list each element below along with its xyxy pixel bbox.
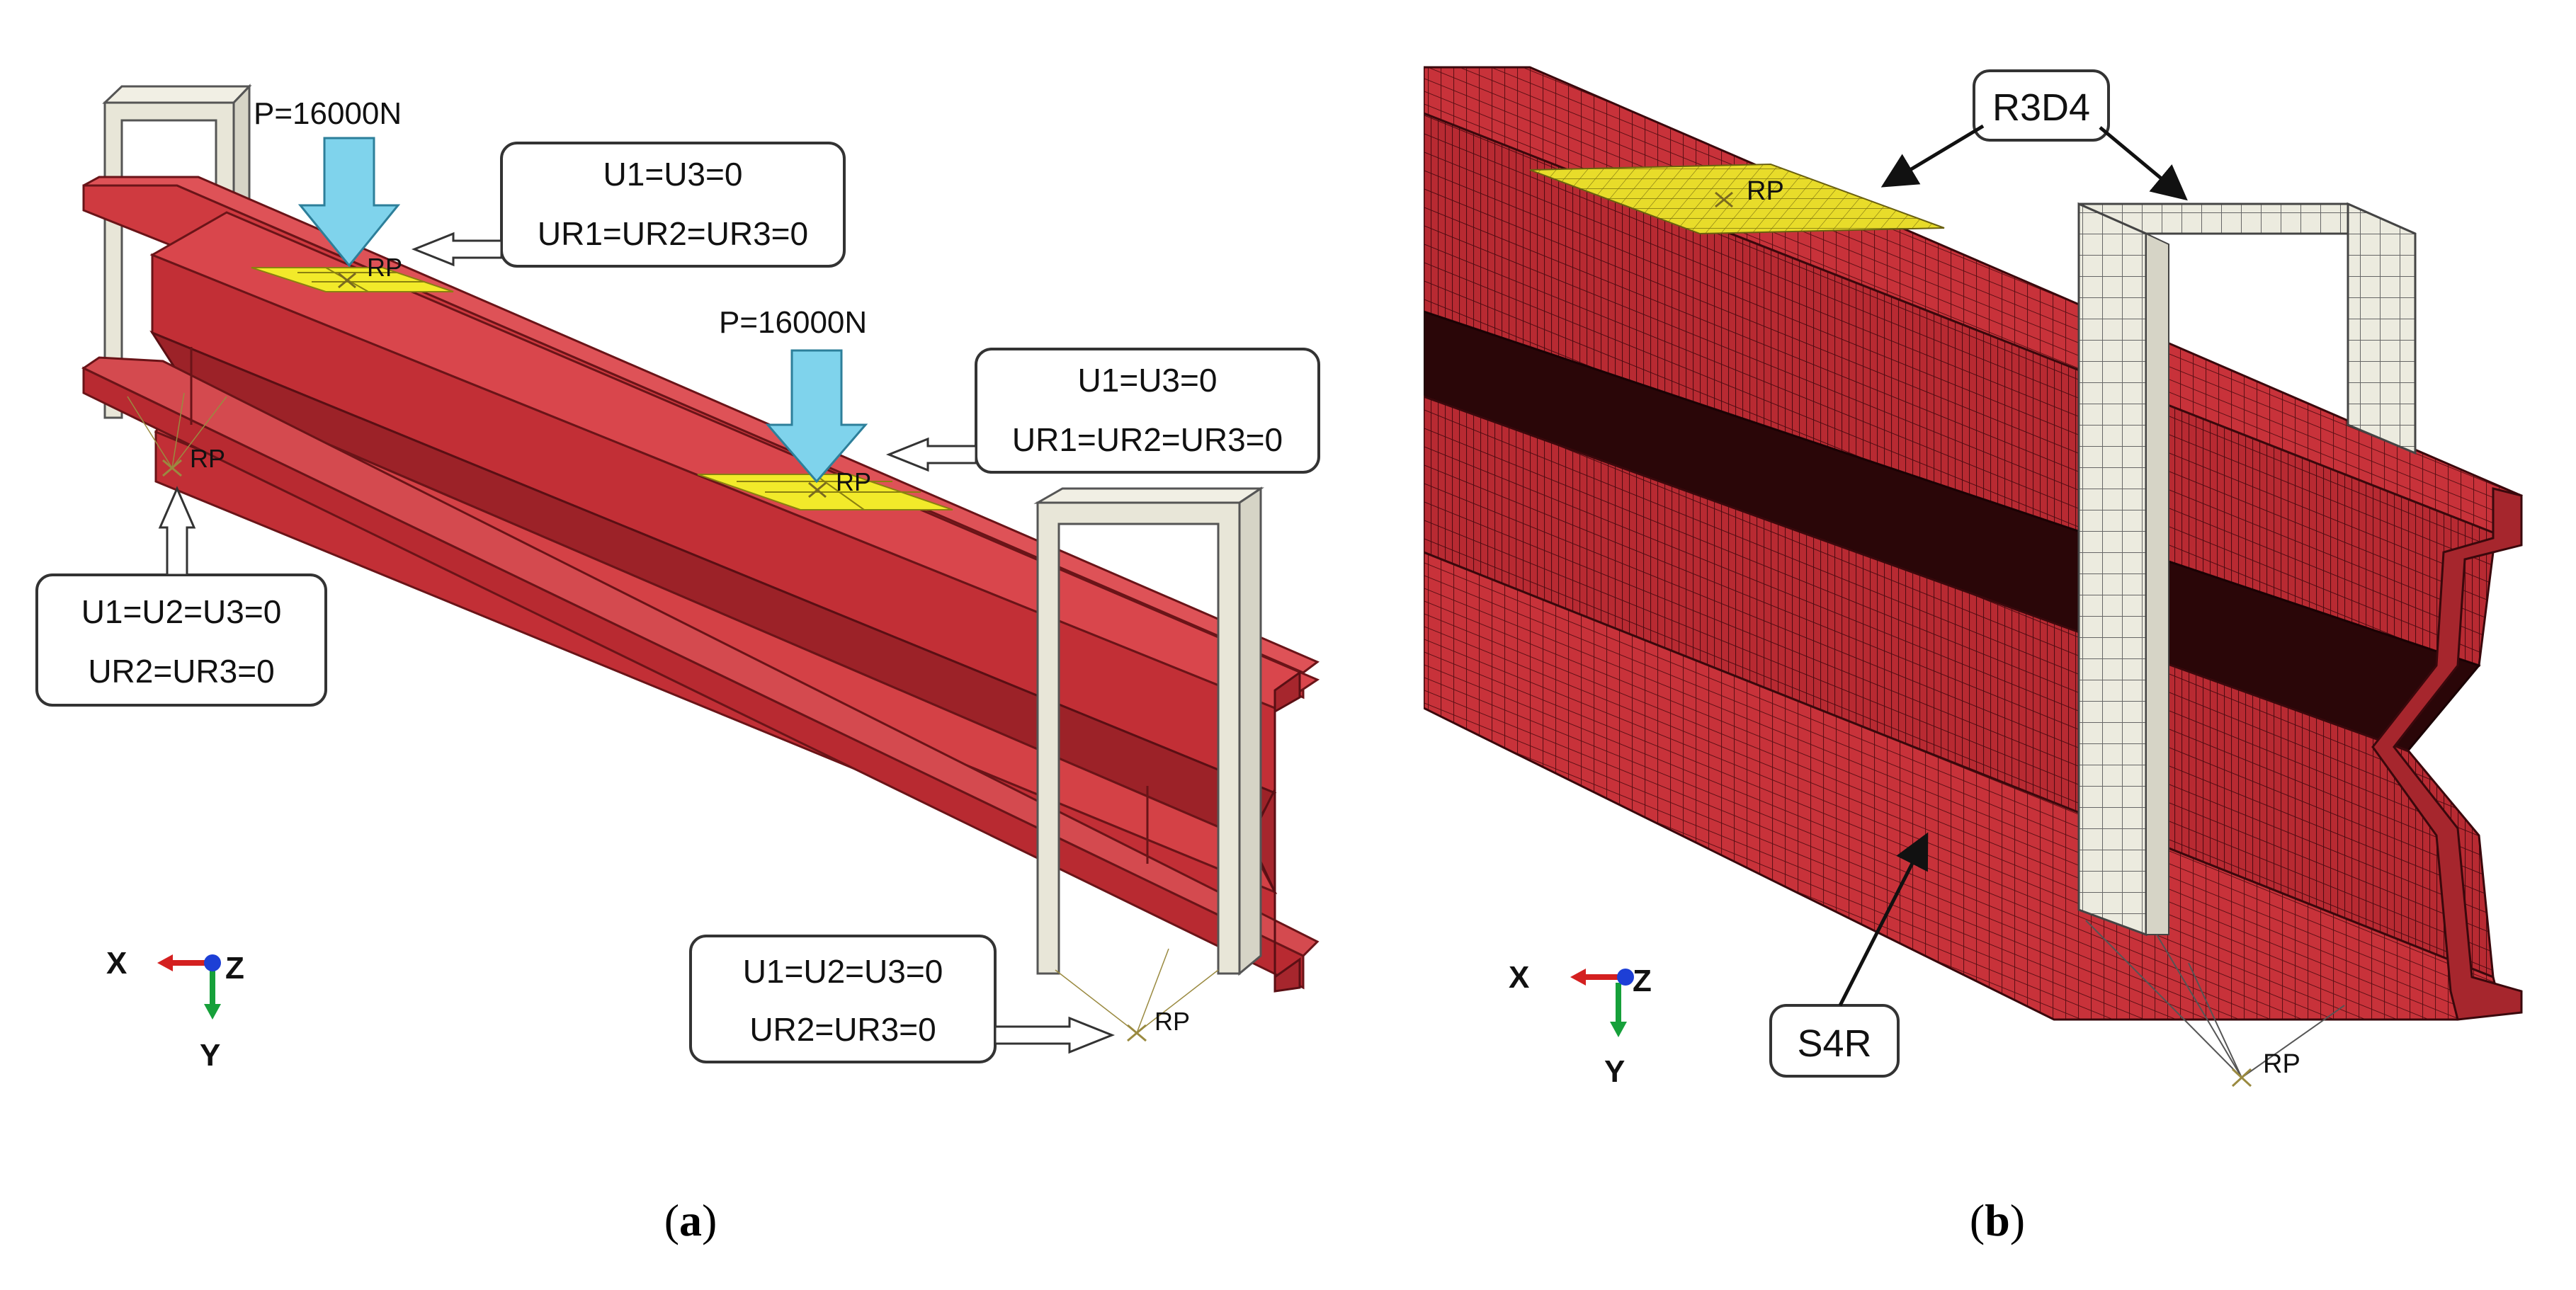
axis-triad-b: X Z Y [1509, 960, 1652, 1089]
rp-label-load-left: RP [367, 253, 402, 282]
load-arrow-left [297, 137, 401, 268]
axis-y-label-a: Y [200, 1038, 220, 1073]
caption-b: (b) [1970, 1195, 2025, 1245]
rigid-plate-mesh [1529, 163, 1945, 235]
mesh-beam-lower-web [1424, 395, 2495, 979]
mesh-beam-upper-web [1424, 112, 2509, 668]
rp-label-support-b: RP [2263, 1049, 2300, 1079]
load-plate-left [251, 267, 454, 292]
load-label-right: P=16000N [719, 305, 867, 340]
rp-marker-support-right [1055, 948, 1219, 1042]
axis-x-label-b: X [1509, 960, 1529, 995]
bc-top-right-line2: UR1=UR2=UR3=0 [1012, 421, 1283, 458]
rp-marker-support-b [2085, 920, 2345, 1088]
load-arrow-right [765, 349, 868, 484]
rp-label-load-right: RP [836, 467, 871, 496]
caption-a: (a) [664, 1195, 717, 1245]
bc-support-right-line2: UR2=UR3=0 [749, 1011, 936, 1048]
panel-a: RP RP RP RP P=16000N P=16000N U1=U3=0 UR… [35, 84, 1320, 1245]
load-label-left: P=16000N [254, 96, 402, 131]
rp-label-support-left: RP [190, 444, 225, 473]
bc-support-right-line1: U1=U2=U3=0 [743, 953, 943, 990]
right-support-yoke [1033, 486, 1264, 976]
load-plate-right [697, 474, 953, 510]
rigid-yoke-mesh [2077, 202, 2417, 937]
panel-b: RP RP R3D4 S4R [1424, 66, 2523, 1245]
rp-marker-support-left [127, 392, 227, 477]
axis-z-label-a: Z [225, 951, 244, 986]
axis-triad-a: X Z Y [106, 946, 244, 1073]
bc-support-left-line1: U1=U2=U3=0 [81, 593, 282, 630]
rp-marker-plate [1715, 191, 1733, 208]
rp-marker-load-left [338, 272, 356, 289]
bc-callout-support-left: U1=U2=U3=0 UR2=UR3=0 [35, 486, 327, 707]
mesh-beam-end-section [2371, 487, 2523, 1021]
bc-support-left-line2: UR2=UR3=0 [88, 653, 274, 690]
rp-marker-load-right [808, 481, 827, 498]
label-r3d4: R3D4 [1992, 86, 2090, 129]
beam-profile-a [81, 176, 1320, 993]
bc-top-right-line1: U1=U3=0 [1078, 362, 1218, 399]
bc-callout-top-right: U1=U3=0 UR1=UR2=UR3=0 [885, 348, 1320, 474]
label-s4r-callout: S4R [1769, 832, 1929, 1078]
axis-y-label-b: Y [1604, 1054, 1625, 1089]
label-s4r: S4R [1797, 1022, 1871, 1065]
bc-callout-support-right: U1=U2=U3=0 UR2=UR3=0 [689, 935, 1116, 1063]
axis-x-label-a: X [106, 946, 127, 981]
rp-label-support-right: RP [1154, 1007, 1190, 1036]
bc-callout-top-left: U1=U3=0 UR1=UR2=UR3=0 [411, 142, 846, 268]
axis-z-label-b: Z [1633, 964, 1652, 998]
bc-top-left-line2: UR1=UR2=UR3=0 [538, 215, 808, 252]
rp-label-plate: RP [1747, 176, 1784, 206]
bc-top-left-line1: U1=U3=0 [603, 156, 743, 193]
label-r3d4-callout: R3D4 [1880, 69, 2188, 201]
